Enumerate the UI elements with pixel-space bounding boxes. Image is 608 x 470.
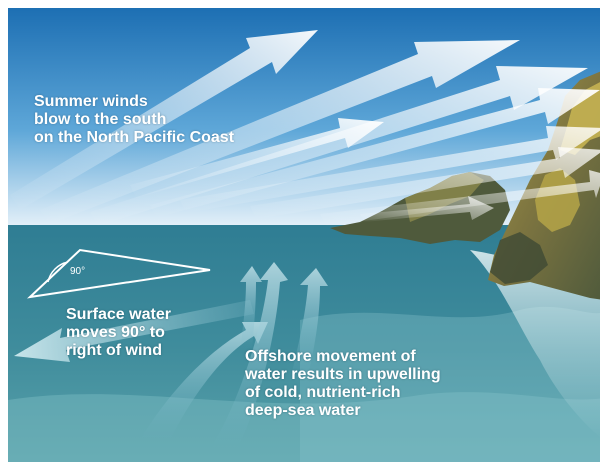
- offshore-label-line: deep-sea water: [245, 402, 361, 419]
- angle-arc: [47, 261, 69, 283]
- angle-wedge: [26, 248, 211, 299]
- wind-arrow: [130, 118, 384, 198]
- upwelling-arrows: [140, 262, 328, 450]
- angle-diagram: [26, 248, 211, 299]
- surf-foam: [470, 250, 604, 440]
- sea-glow: [300, 306, 604, 470]
- wind-arrow: [180, 126, 604, 213]
- wind-arrow: [250, 147, 604, 219]
- wind-arrow: [360, 196, 494, 222]
- upwelling-arrow: [240, 266, 262, 350]
- cliff-shadow: [490, 232, 548, 284]
- surface-label-line: right of wind: [66, 342, 162, 359]
- wind-arrows: [10, 30, 604, 226]
- winds-label-line: Summer winds: [34, 93, 148, 110]
- offshore-label-line: Offshore movement of: [245, 348, 416, 365]
- upwelling-arrow: [210, 262, 288, 450]
- winds-label-line: on the North Pacific Coast: [34, 129, 235, 146]
- summer-winds-label: Summer winds blow to the south on the No…: [34, 93, 234, 147]
- surface-label-line: moves 90° to: [66, 324, 165, 341]
- sea-glow: [8, 392, 604, 467]
- offshore-movement-label: Offshore movement of water results in up…: [245, 348, 441, 420]
- offshore-label-line: of cold, nutrient-rich: [245, 384, 401, 401]
- upwelling-arrow: [290, 268, 328, 384]
- surface-label-line: Surface water: [66, 306, 171, 323]
- offshore-label-line: water results in upwelling: [245, 366, 441, 383]
- winds-label-line: blow to the south: [34, 111, 167, 128]
- surface-water-arrow: [14, 300, 254, 362]
- upwelling-arrow: [140, 322, 268, 440]
- surface-water-label: Surface water moves 90° to right of wind: [66, 306, 171, 360]
- angle-90-label: 90°: [70, 266, 86, 277]
- wind-arrow: [10, 30, 318, 210]
- cliff-light: [535, 168, 580, 232]
- wind-arrow: [90, 66, 588, 226]
- wind-arrow: [150, 88, 600, 218]
